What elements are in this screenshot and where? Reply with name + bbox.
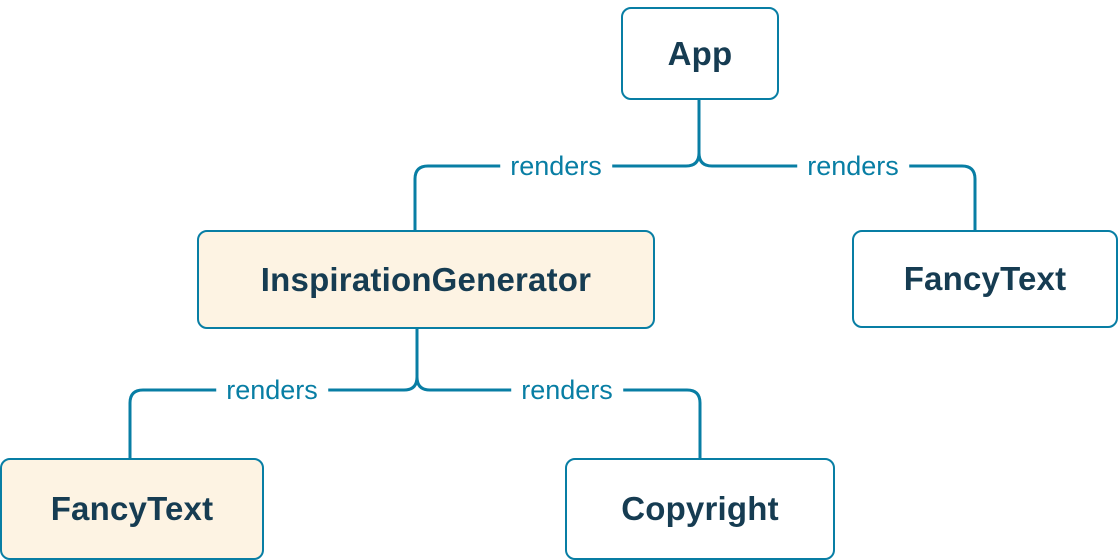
edge-label-renders-inspirationgenerator-fancytext: renders (216, 373, 328, 407)
node-fancy-text-bottom: FancyText (0, 458, 264, 560)
edge-label-renders-app-inspirationgenerator: renders (500, 149, 612, 183)
edge-label-renders-inspirationgenerator-copyright: renders (511, 373, 623, 407)
node-app-label: App (667, 34, 733, 72)
node-copyright-label: Copyright (621, 490, 779, 527)
node-inspiration-generator: InspirationGenerator (197, 230, 655, 329)
node-fancy-text-top: FancyText (852, 230, 1118, 328)
node-fancy-text-top-label: FancyText (903, 260, 1067, 297)
node-app: App (621, 7, 779, 100)
node-fancy-text-bottom-label: FancyText (50, 490, 214, 527)
edge-label-renders-app-fancytext: renders (797, 149, 909, 183)
node-inspiration-generator-label: InspirationGenerator (260, 260, 592, 298)
node-copyright: Copyright (565, 458, 835, 560)
